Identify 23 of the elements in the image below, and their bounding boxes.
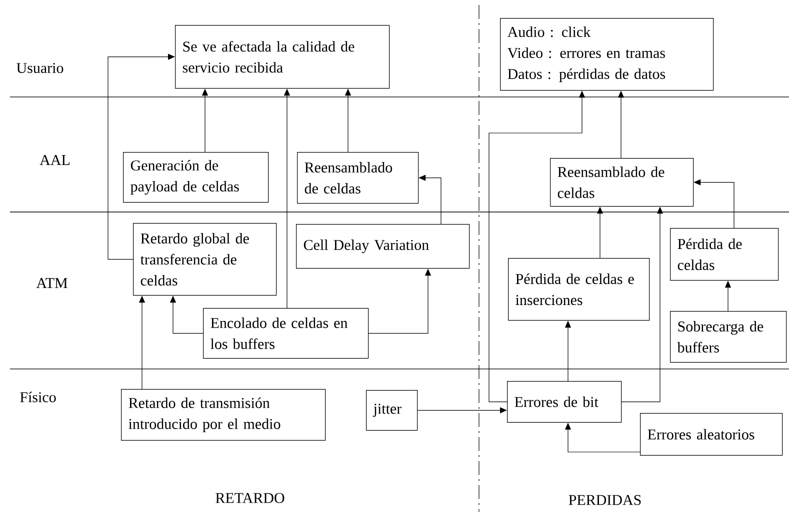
process-box: Pérdida de celdas e inserciones — [508, 258, 650, 321]
process-box: Reensamblado de celdas — [550, 158, 694, 207]
layer-label: AAL — [40, 155, 70, 165]
layer-label: ATM — [36, 278, 68, 288]
process-box: Pérdida de celdas — [670, 228, 779, 281]
process-box: Sobrecarga de buffers — [670, 311, 787, 363]
arrow — [108, 54, 175, 260]
process-box: Se ve afectada la calidad de servicio recibida — [175, 25, 390, 89]
process-box: Encolado de celdas en los buffers — [203, 308, 369, 359]
column-label: PERDIDAS — [568, 494, 641, 506]
process-box: Errores aleatorios — [640, 413, 783, 456]
process-box: Retardo de transmisión introducido por el medio — [121, 389, 326, 441]
layer-label: Usuario — [16, 62, 64, 74]
process-box: Errores de bit — [507, 381, 622, 423]
process-box: Retardo global de transferencia de celdas — [133, 223, 277, 296]
process-box: Generación de payload de celdas — [123, 152, 269, 203]
arrow — [417, 407, 507, 414]
process-box: Cell Delay Variation — [296, 224, 470, 269]
process-box: Reensamblado de celdas — [297, 152, 419, 204]
column-label: RETARDO — [216, 492, 284, 504]
layer-label: Físico — [20, 392, 56, 402]
process-box: jitter — [366, 390, 418, 431]
process-box: Audio : click Video : errores en tramas Datos : pérdidas de datos — [500, 18, 714, 91]
